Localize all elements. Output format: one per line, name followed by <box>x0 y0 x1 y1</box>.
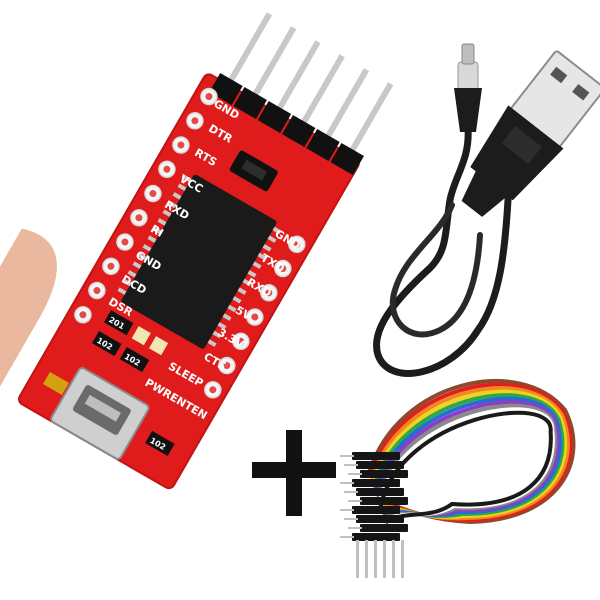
header-pin <box>345 82 394 160</box>
solder-pad-hole <box>149 190 157 198</box>
solder-pad-hole <box>265 289 273 297</box>
dupont-pin <box>365 540 368 578</box>
chip-pin <box>182 174 192 183</box>
dupont-pin <box>344 491 358 493</box>
dupont-pin <box>383 540 386 578</box>
mini-usb-connector <box>50 367 150 460</box>
dupont-pin <box>374 540 377 578</box>
dupont-pin <box>340 536 354 538</box>
solder-pad-hole <box>209 386 217 394</box>
dupont-housing <box>360 497 408 505</box>
chip-pin <box>212 330 222 339</box>
dupont-housing <box>356 515 404 523</box>
header-block <box>209 73 243 106</box>
chip-pin <box>272 226 282 235</box>
dupont-pin <box>401 540 404 578</box>
header-pin <box>223 12 273 90</box>
dupont-jumper-wires-icon <box>340 379 576 578</box>
jumper-wire <box>378 410 553 524</box>
solder-pad-hole <box>135 214 143 222</box>
chip-pin <box>207 339 217 347</box>
right-pad-row <box>204 235 306 399</box>
dupont-pin <box>340 482 354 484</box>
dupont-pin <box>348 527 362 529</box>
solder-pad-hole <box>79 311 87 319</box>
header-pin <box>248 26 297 104</box>
chip-pin <box>247 270 257 278</box>
dupont-pin <box>356 540 359 578</box>
chip-pin <box>237 287 247 295</box>
solder-pad-hole <box>223 362 231 370</box>
chip-pin <box>137 252 147 261</box>
chip-pin <box>117 287 127 295</box>
header-block <box>257 101 292 134</box>
smd-components: 201 102 102 102 <box>42 310 175 457</box>
dupont-pin <box>344 464 358 466</box>
solder-pad-hole <box>177 141 185 149</box>
solder-pad-hole <box>191 117 199 125</box>
chip-pin <box>167 200 177 209</box>
ftdi-usb-serial-board: GND DTR RTS VCC RXD RI GND DCD DSR GND T… <box>0 12 394 493</box>
solder-pad-hole <box>237 337 245 345</box>
dupont-pin <box>348 473 362 475</box>
dupont-housing <box>352 506 400 514</box>
chip-pin <box>157 218 167 226</box>
silk-label: RI <box>148 222 165 240</box>
pin-header <box>209 12 394 176</box>
dupont-pin <box>348 500 362 502</box>
dupont-housing <box>352 533 400 541</box>
solder-pad-hole <box>205 93 213 101</box>
dupont-housing <box>360 470 408 478</box>
dupont-pin <box>340 509 354 511</box>
chip-pin <box>242 278 252 287</box>
usb-uart-chip <box>117 174 282 349</box>
chip-pin <box>222 313 232 321</box>
chip-pin <box>122 278 132 287</box>
solder-pad-hole <box>163 165 171 173</box>
dupont-housing <box>352 452 400 460</box>
chip-pin <box>177 183 187 191</box>
header-block <box>306 129 340 162</box>
chip-pin <box>232 296 242 304</box>
dupont-pin <box>392 540 395 578</box>
chip-pin <box>252 261 262 269</box>
solder-pad-hole <box>93 287 101 295</box>
chip-pin <box>217 322 227 330</box>
chip-pin <box>147 235 157 243</box>
header-block <box>281 115 316 148</box>
dupont-housing <box>356 488 404 496</box>
chip-pin <box>132 261 142 269</box>
header-pin <box>272 40 321 118</box>
solder-pad-hole <box>293 240 301 248</box>
chip-pin <box>172 192 182 200</box>
chip-pin <box>152 226 162 235</box>
solder-pad-hole <box>279 265 287 273</box>
chip-pin <box>127 270 137 278</box>
dupont-housing <box>352 479 400 487</box>
dupont-pin <box>340 455 354 457</box>
header-block <box>233 87 267 120</box>
chip-pin <box>262 244 272 252</box>
dupont-pin <box>344 518 358 520</box>
header-pin <box>320 68 370 146</box>
header-pin <box>296 54 345 132</box>
chip-pin <box>257 252 267 261</box>
left-pad-row <box>74 87 218 324</box>
solder-pad-hole <box>121 238 129 246</box>
chip-pin <box>162 209 172 217</box>
chip-pin <box>267 235 277 243</box>
dupont-housing <box>356 461 404 469</box>
plus-sign-icon <box>252 430 336 516</box>
chip-pin <box>142 244 152 252</box>
dupont-housing <box>360 524 408 532</box>
header-block <box>330 143 364 176</box>
chip-pin <box>227 304 237 313</box>
usb-mini-b-cable-icon <box>373 43 600 377</box>
solder-pad-hole <box>251 313 259 321</box>
solder-pad-hole <box>107 262 115 270</box>
